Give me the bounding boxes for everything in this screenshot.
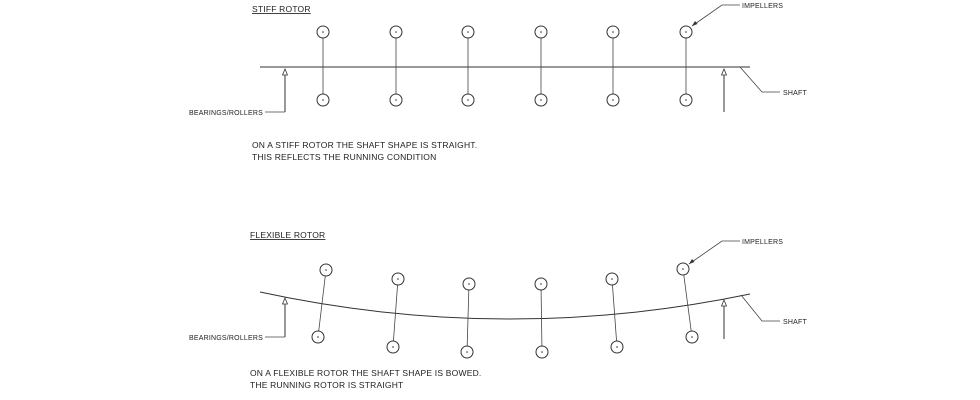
flexible-note-line-1: ON A FLEXIBLE ROTOR THE SHAFT SHAPE IS B… <box>250 368 481 378</box>
flexible-shaft-curve <box>259 291 751 320</box>
flexible-bearing-left <box>281 296 289 337</box>
stiff-note-line-1: ON A STIFF ROTOR THE SHAFT SHAPE IS STRA… <box>252 140 477 150</box>
flexible-shaft-leader <box>740 294 780 322</box>
flexible-rotor-title: FLEXIBLE ROTOR <box>250 230 325 240</box>
flexible-impeller-1 <box>311 263 333 344</box>
flexible-impellers-leader <box>688 240 740 265</box>
flexible-impeller-2 <box>386 272 405 354</box>
flexible-impeller-3 <box>460 277 476 359</box>
stiff-impeller-4 <box>534 25 548 107</box>
flexible-impeller-4 <box>534 277 549 359</box>
flexible-impeller-6 <box>676 262 699 344</box>
stiff-note-line-2: THIS REFLECTS THE RUNNING CONDITION <box>252 152 436 162</box>
flexible-rotor-section: FLEXIBLE ROTOR <box>189 230 807 390</box>
stiff-impeller-5 <box>606 25 620 107</box>
stiff-bearing-left <box>281 67 289 112</box>
flexible-impellers-label: IMPELLERS <box>742 239 783 246</box>
flexible-bearings-label: BEARINGS/ROLLERS <box>189 335 263 342</box>
stiff-rotor-section: STIFF ROTOR <box>189 3 807 162</box>
stiff-impeller-3 <box>461 25 475 107</box>
flexible-note-line-2: THE RUNNING ROTOR IS STRAIGHT <box>250 380 403 390</box>
stiff-impeller-2 <box>389 25 403 107</box>
stiff-impellers-label: IMPELLERS <box>742 3 783 10</box>
stiff-impellers-leader <box>691 4 740 27</box>
flexible-bearing-right <box>720 298 728 339</box>
flexible-impeller-5 <box>605 272 624 354</box>
stiff-rotor-title: STIFF ROTOR <box>252 4 311 14</box>
stiff-impeller-1 <box>316 25 330 107</box>
stiff-shaft-label: SHAFT <box>783 90 807 97</box>
stiff-shaft-leader <box>739 66 780 93</box>
stiff-bearings-label: BEARINGS/ROLLERS <box>189 110 263 117</box>
stiff-bearing-right <box>720 67 728 112</box>
flexible-shaft-label: SHAFT <box>783 319 807 326</box>
stiff-impeller-6 <box>679 25 693 107</box>
